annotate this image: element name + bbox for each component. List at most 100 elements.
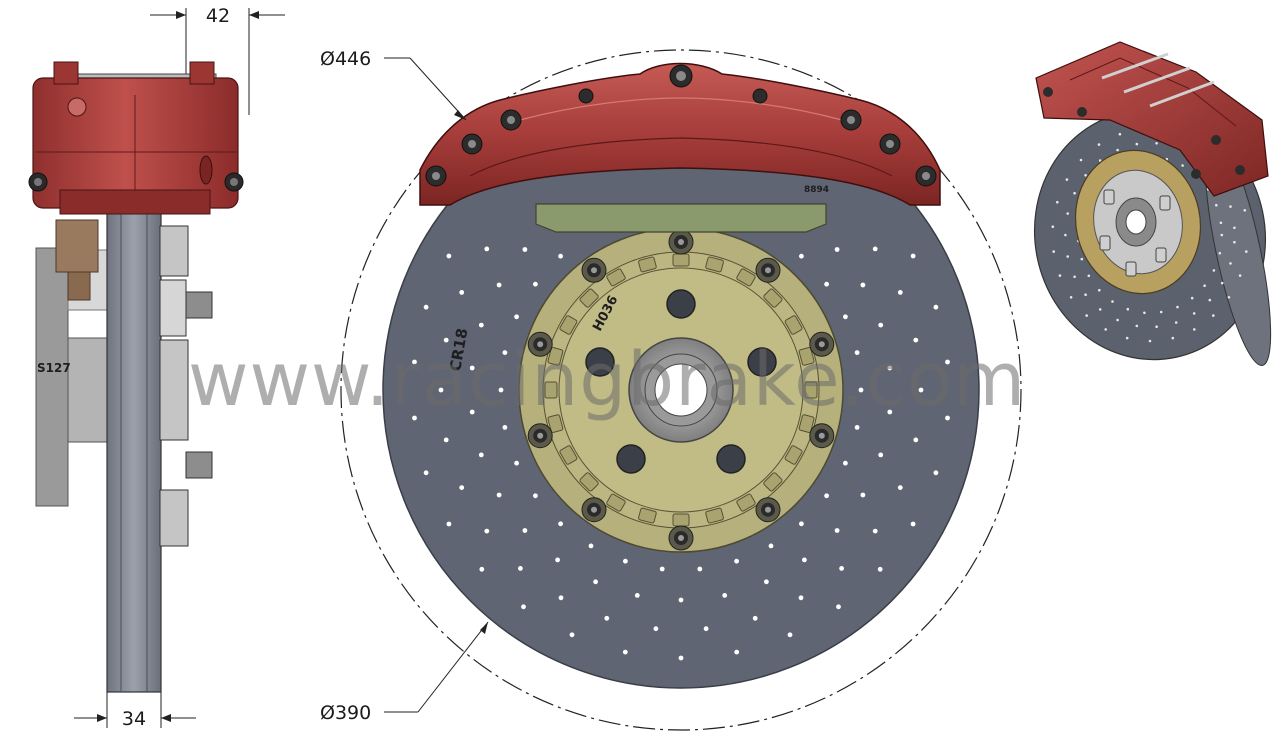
drill-hole <box>459 485 465 490</box>
drill-hole <box>933 304 939 310</box>
drill-hole <box>412 415 417 421</box>
iso-drill-hole <box>1066 255 1069 258</box>
hat-tab <box>763 288 783 308</box>
hat-tab <box>763 472 783 492</box>
watermark: www.racingbrake.com <box>188 337 1026 423</box>
drill-hole <box>918 387 924 393</box>
iso-drill-hole <box>1220 233 1224 237</box>
iso-drill-hole <box>1058 274 1062 277</box>
front-view: CR18 H036 8894 <box>320 48 1022 731</box>
hat-tab <box>736 268 756 287</box>
drill-hole <box>854 425 860 430</box>
hat-tab <box>705 256 724 273</box>
iso-drill-hole <box>1190 296 1194 300</box>
iso-drill-hole <box>1229 205 1232 208</box>
drill-hole <box>798 595 804 601</box>
caliper-side <box>28 61 244 215</box>
drill-hole <box>752 615 758 621</box>
hat-tab <box>705 507 724 524</box>
side-view: 42 S127 <box>28 5 285 730</box>
hat-bolt <box>527 331 553 357</box>
drill-hole <box>877 566 883 572</box>
disc-side-profile <box>106 204 162 693</box>
drill-hole <box>878 322 884 328</box>
iso-drill-hole <box>1215 203 1218 207</box>
leader-disc-diameter: Ø390 <box>320 621 489 724</box>
drill-hole <box>734 649 740 655</box>
drill-hole <box>933 470 939 476</box>
hat-tab <box>784 445 803 465</box>
drill-hole <box>768 543 774 549</box>
hat-tab <box>579 472 599 492</box>
drill-hole <box>478 452 484 458</box>
iso-drill-hole <box>1135 142 1139 146</box>
hat-bolt <box>755 257 781 283</box>
dimension-34: 34 <box>74 692 196 730</box>
caliper-code-label: 8894 <box>804 185 829 195</box>
iso-drill-hole <box>1233 240 1236 244</box>
drill-hole <box>498 387 504 393</box>
drill-hole <box>839 566 844 571</box>
drill-hole <box>484 246 490 252</box>
drill-hole <box>423 304 429 310</box>
drill-hole <box>913 437 919 443</box>
iso-drill-hole <box>1098 308 1102 311</box>
iso-drill-hole <box>1233 226 1236 230</box>
iso-drill-hole <box>1208 298 1212 302</box>
hat-tab <box>559 315 578 335</box>
drill-hole <box>518 566 523 571</box>
outer-diameter-circle <box>340 49 1022 731</box>
hat-bolt <box>668 525 694 551</box>
rotor-cross-drill-holes <box>412 246 950 661</box>
drill-hole <box>834 528 840 533</box>
lug-holes <box>585 289 777 474</box>
drill-hole <box>913 337 919 343</box>
drill-hole <box>824 281 829 287</box>
iso-drill-hole <box>1155 325 1158 329</box>
drill-hole <box>521 604 526 610</box>
iso-drill-hole <box>1219 221 1223 225</box>
drill-hole <box>502 350 508 355</box>
hat-tab <box>559 445 578 465</box>
iso-drill-hole <box>1098 288 1101 292</box>
hat-tab <box>547 414 564 433</box>
iso-drill-hole <box>1087 274 1091 278</box>
drill-hole <box>443 437 449 443</box>
caliper-front: 8894 <box>419 62 941 206</box>
drill-hole <box>558 253 563 259</box>
drill-hole <box>634 593 640 598</box>
drill-hole <box>469 365 475 371</box>
iso-drill-hole <box>1212 269 1216 272</box>
drill-hole <box>910 253 916 259</box>
iso-drill-hole <box>1085 314 1088 317</box>
drill-hole <box>604 615 610 621</box>
iso-drill-hole <box>1116 318 1119 322</box>
iso-drill-hole <box>1135 324 1139 328</box>
hat-tab <box>798 414 815 433</box>
iso-drill-hole <box>1155 142 1158 145</box>
iso-drill-hole <box>1171 336 1175 340</box>
drill-hole <box>659 566 665 572</box>
hat-bolt <box>809 423 835 449</box>
iso-drill-hole <box>1148 339 1152 343</box>
drill-hole <box>872 528 878 534</box>
iso-drill-hole <box>1192 312 1196 315</box>
hat-tab <box>579 288 599 308</box>
drill-hole <box>787 632 793 638</box>
iso-drill-hole <box>1227 296 1231 299</box>
iso-drill-hole <box>1143 311 1146 315</box>
hat-drive-tabs <box>544 253 818 527</box>
brake-fitting <box>55 219 99 273</box>
caliper-bracket <box>535 203 827 233</box>
iso-drill-hole <box>1066 212 1069 215</box>
outer-diameter-label: Ø446 <box>320 48 371 70</box>
drill-hole <box>438 387 444 393</box>
iso-drill-hole <box>1220 281 1224 285</box>
drill-hole <box>522 247 528 252</box>
iso-drill-hole <box>1218 251 1222 255</box>
drill-hole <box>678 655 684 661</box>
drill-hole <box>860 282 866 288</box>
iso-drill-hole <box>1229 262 1232 265</box>
drill-hole <box>514 314 519 320</box>
